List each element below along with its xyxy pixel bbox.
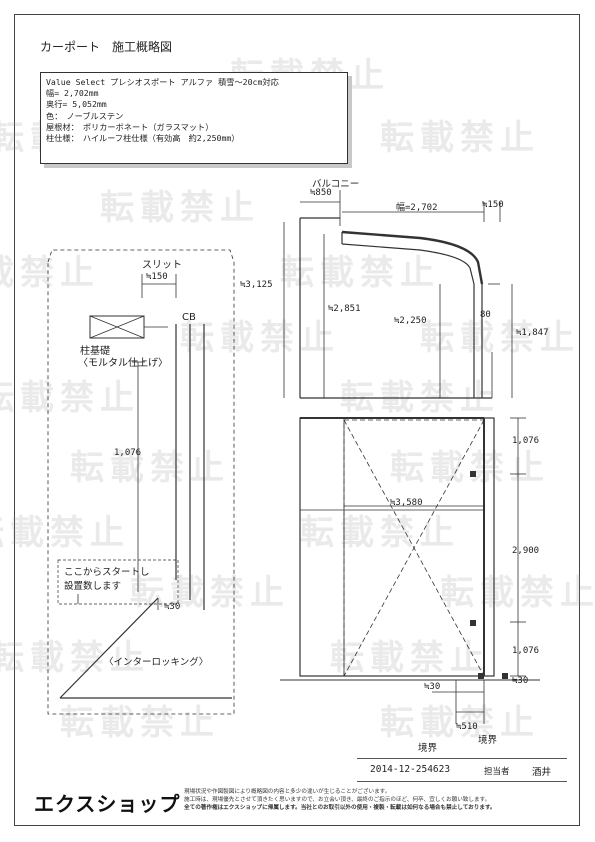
page-title: カーポート 施工概略図 — [40, 40, 173, 54]
spec-roof: 屋根材： ポリカーボネート（ガラスマット） — [46, 121, 214, 132]
balcony-dimension: ≒850 — [310, 188, 332, 198]
cb-label: CB — [182, 312, 196, 323]
dim-80: 80 — [480, 310, 491, 320]
boundary-label: 境界 — [478, 735, 498, 746]
spec-pillar: 柱仕様： ハイルーフ柱仕様（有効高 約2,250mm） — [46, 133, 240, 144]
spec-box: Value Select プレシオスポート アルファ 積雪～20cm対応 幅= … — [40, 72, 348, 164]
dim-2851: ≒2,851 — [328, 304, 361, 314]
finish-label: 〈モルタル仕上げ〉 — [78, 358, 168, 369]
dim-150: ≒150 — [482, 200, 504, 210]
person-name: 酒井 — [532, 767, 552, 778]
site-outline — [47, 249, 235, 715]
footer-note: 全ての著作権はエクスショップに帰属します。当社とのお取引以外の使用・複製・転載は… — [184, 805, 496, 812]
dim-30-left-plan: ≒30 — [164, 602, 181, 612]
paving-edge — [59, 597, 159, 699]
boundary-label: 境界 — [418, 743, 438, 754]
company-logo: エクスショップ — [34, 792, 181, 816]
paving-label: 〈インターロッキング〉 — [104, 657, 209, 668]
foundation-label: 柱基礎 — [80, 346, 110, 357]
spec-width: 幅= 2,702mm — [46, 88, 99, 99]
dim-2250: ≒2,250 — [394, 316, 427, 326]
slit-label: スリット — [142, 260, 182, 271]
carport-plan — [299, 417, 495, 677]
slit-dimension: ≒150 — [146, 272, 168, 282]
carport-roof — [341, 230, 484, 285]
balcony-label: バルコニー — [312, 179, 360, 190]
dim-3580: ≒3,580 — [390, 498, 423, 508]
title-block — [357, 758, 567, 782]
person-label: 担当者 — [484, 767, 510, 777]
spec-product: Value Select プレシオスポート アルファ 積雪～20cm対応 — [46, 77, 279, 87]
dim-30-plan-right: ≒30 — [512, 676, 529, 686]
dim-510: ≒510 — [456, 722, 478, 732]
spec-depth: 奥行= 5,052mm — [46, 99, 107, 110]
note-box — [57, 559, 179, 605]
roof-diagonal — [343, 419, 485, 677]
dim-2900: 2,900 — [512, 546, 540, 556]
dim-1076-bottom: 1,076 — [512, 646, 540, 656]
pillar-marks — [470, 471, 508, 679]
start-note: ここからスタートし — [64, 567, 150, 578]
dim-1076-top: 1,076 — [512, 436, 540, 446]
dim-1847: ≒1,847 — [516, 328, 549, 338]
dim-3125: ≒3,125 — [240, 280, 273, 290]
footer-note: 現場状況や作図製図により概略図の内容と多少の違いが生じることがございます。 — [184, 789, 391, 795]
start-note: 設置数します — [64, 581, 122, 592]
dim-30-plan-left: ≒30 — [424, 682, 441, 692]
doc-number: 2014-12-254623 — [370, 764, 451, 775]
drawing-frame — [14, 14, 580, 826]
footer-note: 施工時は、現場優先とさせて頂きたく思いますので、お立会い頂き、最終のご指示のほど… — [184, 797, 491, 804]
width-dimension: 幅=2,702 — [396, 203, 438, 213]
height-dimension: 1,076 — [114, 448, 142, 458]
spec-color: 色： ノーブルステン — [46, 110, 124, 121]
footer-notes: 現場状況や作図製図により概略図の内容と多少の違いが生じることがございます。 施工… — [184, 788, 496, 813]
